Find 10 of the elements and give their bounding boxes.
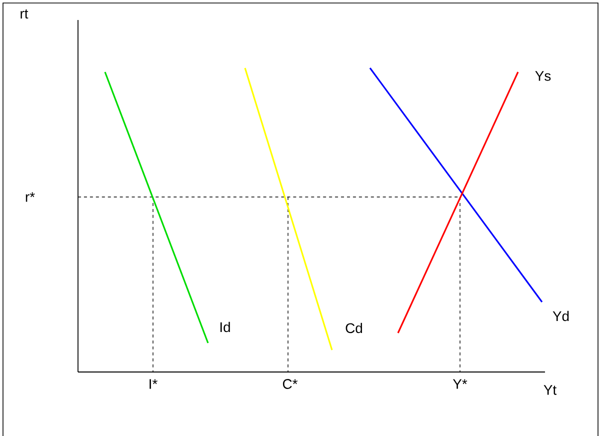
axis-label: Yt: [544, 385, 556, 395]
axis-label: Ys: [535, 71, 551, 81]
axis-label: I*: [150, 379, 158, 389]
axis-label: C*: [282, 379, 298, 389]
axis-label: Cd: [346, 322, 362, 334]
axis-label: r*: [26, 192, 35, 202]
axis-label: rt: [20, 9, 28, 19]
axis-label: Id: [220, 322, 230, 332]
axis-label: Y*: [452, 379, 468, 389]
axis-label: Yd: [552, 310, 569, 322]
